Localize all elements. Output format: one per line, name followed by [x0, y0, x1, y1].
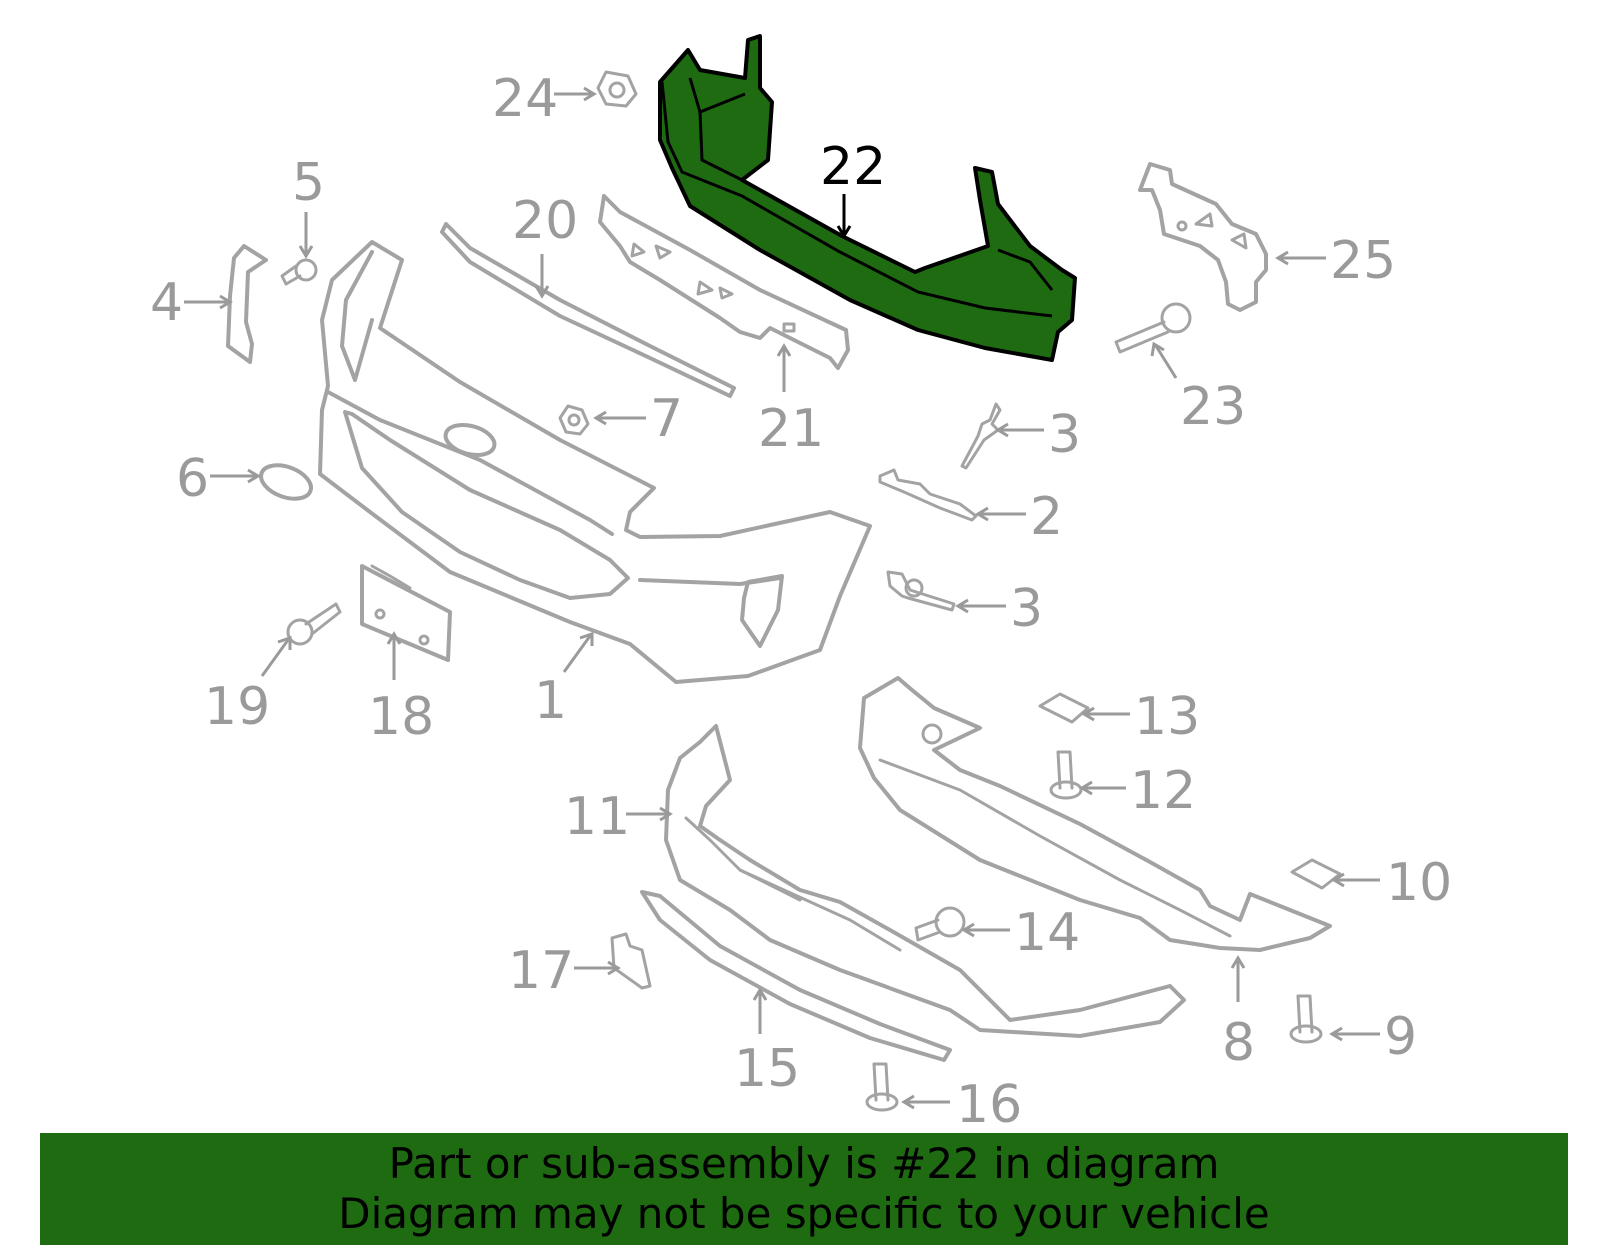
- banner-line-part: Part or sub-assembly is #22 in diagram: [388, 1139, 1220, 1188]
- callout-18[interactable]: 18: [368, 687, 434, 747]
- part-24-nut[interactable]: [596, 70, 638, 108]
- callout-10[interactable]: 10: [1386, 853, 1452, 913]
- callout-8[interactable]: 8: [1222, 1013, 1255, 1073]
- callout-20[interactable]: 20: [512, 191, 578, 251]
- callout-22[interactable]: 22: [820, 137, 886, 197]
- part-5-screw[interactable]: [280, 258, 318, 286]
- callout-24[interactable]: 24: [492, 69, 558, 129]
- part-3-pin-upper[interactable]: [960, 402, 1002, 470]
- callout-6[interactable]: 6: [176, 449, 209, 509]
- callout-5[interactable]: 5: [292, 153, 325, 213]
- callout-17[interactable]: 17: [508, 941, 574, 1001]
- callout-11[interactable]: 11: [564, 787, 630, 847]
- banner-line-disclaimer: Diagram may not be specific to your vehi…: [338, 1189, 1270, 1238]
- callout-23[interactable]: 23: [1180, 377, 1246, 437]
- part-17-clip[interactable]: [610, 932, 652, 990]
- callout-numbers: 24 22 5 20 4 25 23 21 7 3 6 2 3 19 18 1 …: [150, 69, 1452, 1135]
- callout-4[interactable]: 4: [150, 273, 183, 333]
- callout-14[interactable]: 14: [1014, 903, 1080, 963]
- part-1-bumper-cover[interactable]: [318, 240, 872, 684]
- callout-9[interactable]: 9: [1384, 1007, 1417, 1067]
- info-banner: Part or sub-assembly is #22 in diagram D…: [40, 1133, 1568, 1245]
- callout-13[interactable]: 13: [1134, 687, 1200, 747]
- part-22-bumper-reinforcement[interactable]: [658, 34, 1077, 362]
- part-13-clip-nut[interactable]: [1038, 692, 1090, 724]
- part-2-strip[interactable]: [878, 468, 978, 522]
- callout-12[interactable]: 12: [1130, 761, 1196, 821]
- part-16-screw[interactable]: [865, 1062, 899, 1112]
- callout-15[interactable]: 15: [734, 1039, 800, 1099]
- callout-16[interactable]: 16: [956, 1075, 1022, 1135]
- part-3-pin-lower[interactable]: [886, 570, 956, 612]
- callout-3b[interactable]: 3: [1010, 579, 1043, 639]
- part-11-lower-valance[interactable]: [664, 724, 1186, 1038]
- part-6-gasket[interactable]: [256, 459, 315, 505]
- callout-25[interactable]: 25: [1330, 231, 1396, 291]
- part-18-license-bracket[interactable]: [360, 564, 452, 662]
- part-12-screw[interactable]: [1049, 750, 1083, 800]
- part-15-strip[interactable]: [640, 890, 952, 1062]
- part-19-bolt[interactable]: [286, 602, 342, 646]
- part-10-clip-nut[interactable]: [1290, 858, 1342, 890]
- callout-2[interactable]: 2: [1030, 487, 1063, 547]
- part-9-screw[interactable]: [1289, 994, 1323, 1044]
- part-21-grille-reinforcement[interactable]: [598, 194, 850, 370]
- part-8-lower-deflector[interactable]: [858, 676, 1332, 952]
- callout-3a[interactable]: 3: [1048, 405, 1081, 465]
- part-7-nut[interactable]: [558, 404, 590, 436]
- callout-7[interactable]: 7: [650, 389, 683, 449]
- callout-21[interactable]: 21: [758, 399, 824, 459]
- part-20-upper-molding[interactable]: [440, 222, 736, 398]
- part-4-side-bracket[interactable]: [226, 244, 268, 364]
- part-23-bolt[interactable]: [1114, 302, 1192, 354]
- callout-1[interactable]: 1: [534, 671, 567, 731]
- part-14-bolt[interactable]: [914, 906, 966, 942]
- callout-19[interactable]: 19: [204, 677, 270, 737]
- part-25-bracket[interactable]: [1138, 162, 1268, 312]
- leader-lines: [184, 86, 1380, 1110]
